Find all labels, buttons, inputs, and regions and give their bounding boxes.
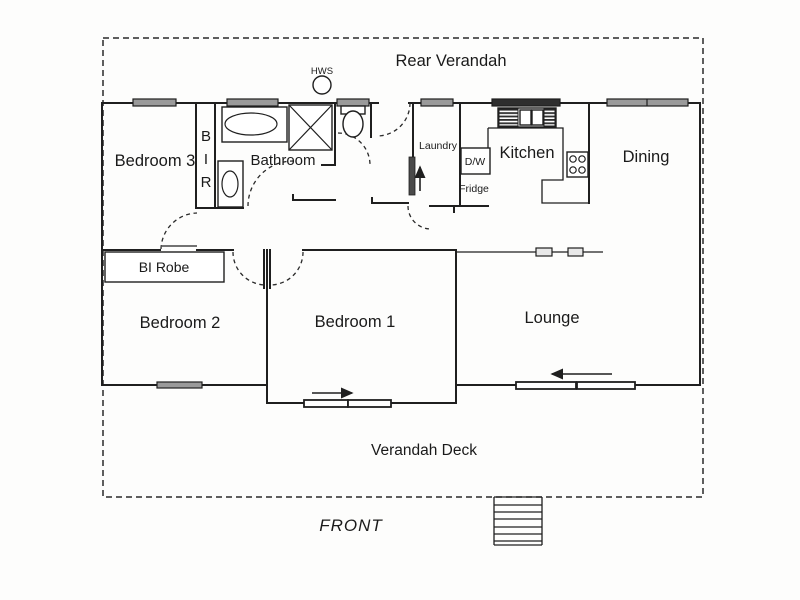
sliding-door-lounge — [576, 381, 636, 390]
hot-water-system — [312, 75, 332, 95]
toilet-bowl — [342, 110, 364, 138]
sliding-doors — [303, 156, 636, 408]
room-label-kitchen: Kitchen — [499, 144, 554, 162]
room-label-bedroom1: Bedroom 1 — [315, 313, 396, 331]
sliding-door-bedroom1 — [347, 399, 392, 408]
kitchen-bench — [487, 127, 589, 204]
room-label-bedroom3: Bedroom 3 — [115, 152, 196, 170]
door-swing-bedroom1 — [269, 251, 304, 286]
bathroom-fixtures — [217, 75, 366, 208]
door-swing-bedroom2 — [232, 251, 267, 286]
burner — [569, 166, 577, 174]
room-label-dining: Dining — [623, 148, 670, 166]
fixture-label-bir: I — [204, 151, 208, 168]
divider-post — [567, 247, 584, 257]
burner — [578, 166, 586, 174]
door-swing-bedroom3 — [160, 212, 198, 250]
window-bedroom3 — [132, 98, 177, 107]
fixture-label-bir: R — [201, 174, 212, 191]
window-bedroom2 — [156, 381, 203, 389]
window-kitchen — [491, 98, 561, 107]
divider-post — [535, 247, 553, 257]
sink-bowl — [531, 109, 544, 126]
door-swing-bathroom — [247, 160, 294, 207]
burner — [569, 155, 577, 163]
fixture-label-hws: HWS — [311, 66, 333, 77]
door-swing-rear-entry — [376, 102, 411, 137]
window-toilet — [336, 98, 370, 107]
area-label-verandah-deck: Verandah Deck — [371, 442, 477, 459]
stairs — [493, 496, 543, 546]
sink-bowl — [519, 109, 532, 126]
fixture-label-bir: B — [201, 128, 211, 145]
bathtub-basin — [224, 112, 278, 136]
fixture-label-fridge: Fridge — [459, 183, 489, 195]
room-label-bedroom2: Bedroom 2 — [140, 314, 221, 332]
bi-robe-box — [104, 251, 225, 283]
room-label-bathroom: Bathroom — [250, 152, 315, 169]
room-label-lounge: Lounge — [524, 309, 579, 327]
fixture-label-bi-robe: BI Robe — [139, 259, 190, 275]
sliding-door-lounge — [515, 381, 577, 390]
area-label-front: FRONT — [319, 516, 383, 535]
interior-walls — [101, 102, 603, 289]
kitchen-fixtures — [460, 107, 589, 204]
sink-drainer — [543, 108, 556, 127]
window-laundry — [420, 98, 454, 107]
bi-robe-unit — [104, 251, 225, 283]
burner — [578, 155, 586, 163]
window-bathroom — [226, 98, 279, 107]
shower-cross — [288, 104, 333, 151]
door-swing-toilet — [337, 132, 371, 166]
sliding-door-laundry — [408, 156, 416, 196]
dishwasher-box — [460, 147, 491, 175]
door-swings — [160, 102, 432, 286]
room-label-laundry: Laundry — [419, 140, 458, 152]
cooktop — [566, 151, 589, 178]
area-label-rear-verandah: Rear Verandah — [396, 52, 507, 70]
verandah-boundary — [102, 37, 704, 498]
sliding-door-bedroom1 — [303, 399, 349, 408]
windows — [132, 98, 689, 389]
vanity-basin — [221, 170, 239, 198]
fixture-label-dishwasher: D/W — [465, 156, 486, 168]
door-swing-hall — [407, 205, 432, 230]
labels: Rear Verandah HWS Bedroom 3 B I R Bathro… — [115, 52, 670, 535]
sink-drainer — [498, 108, 519, 127]
